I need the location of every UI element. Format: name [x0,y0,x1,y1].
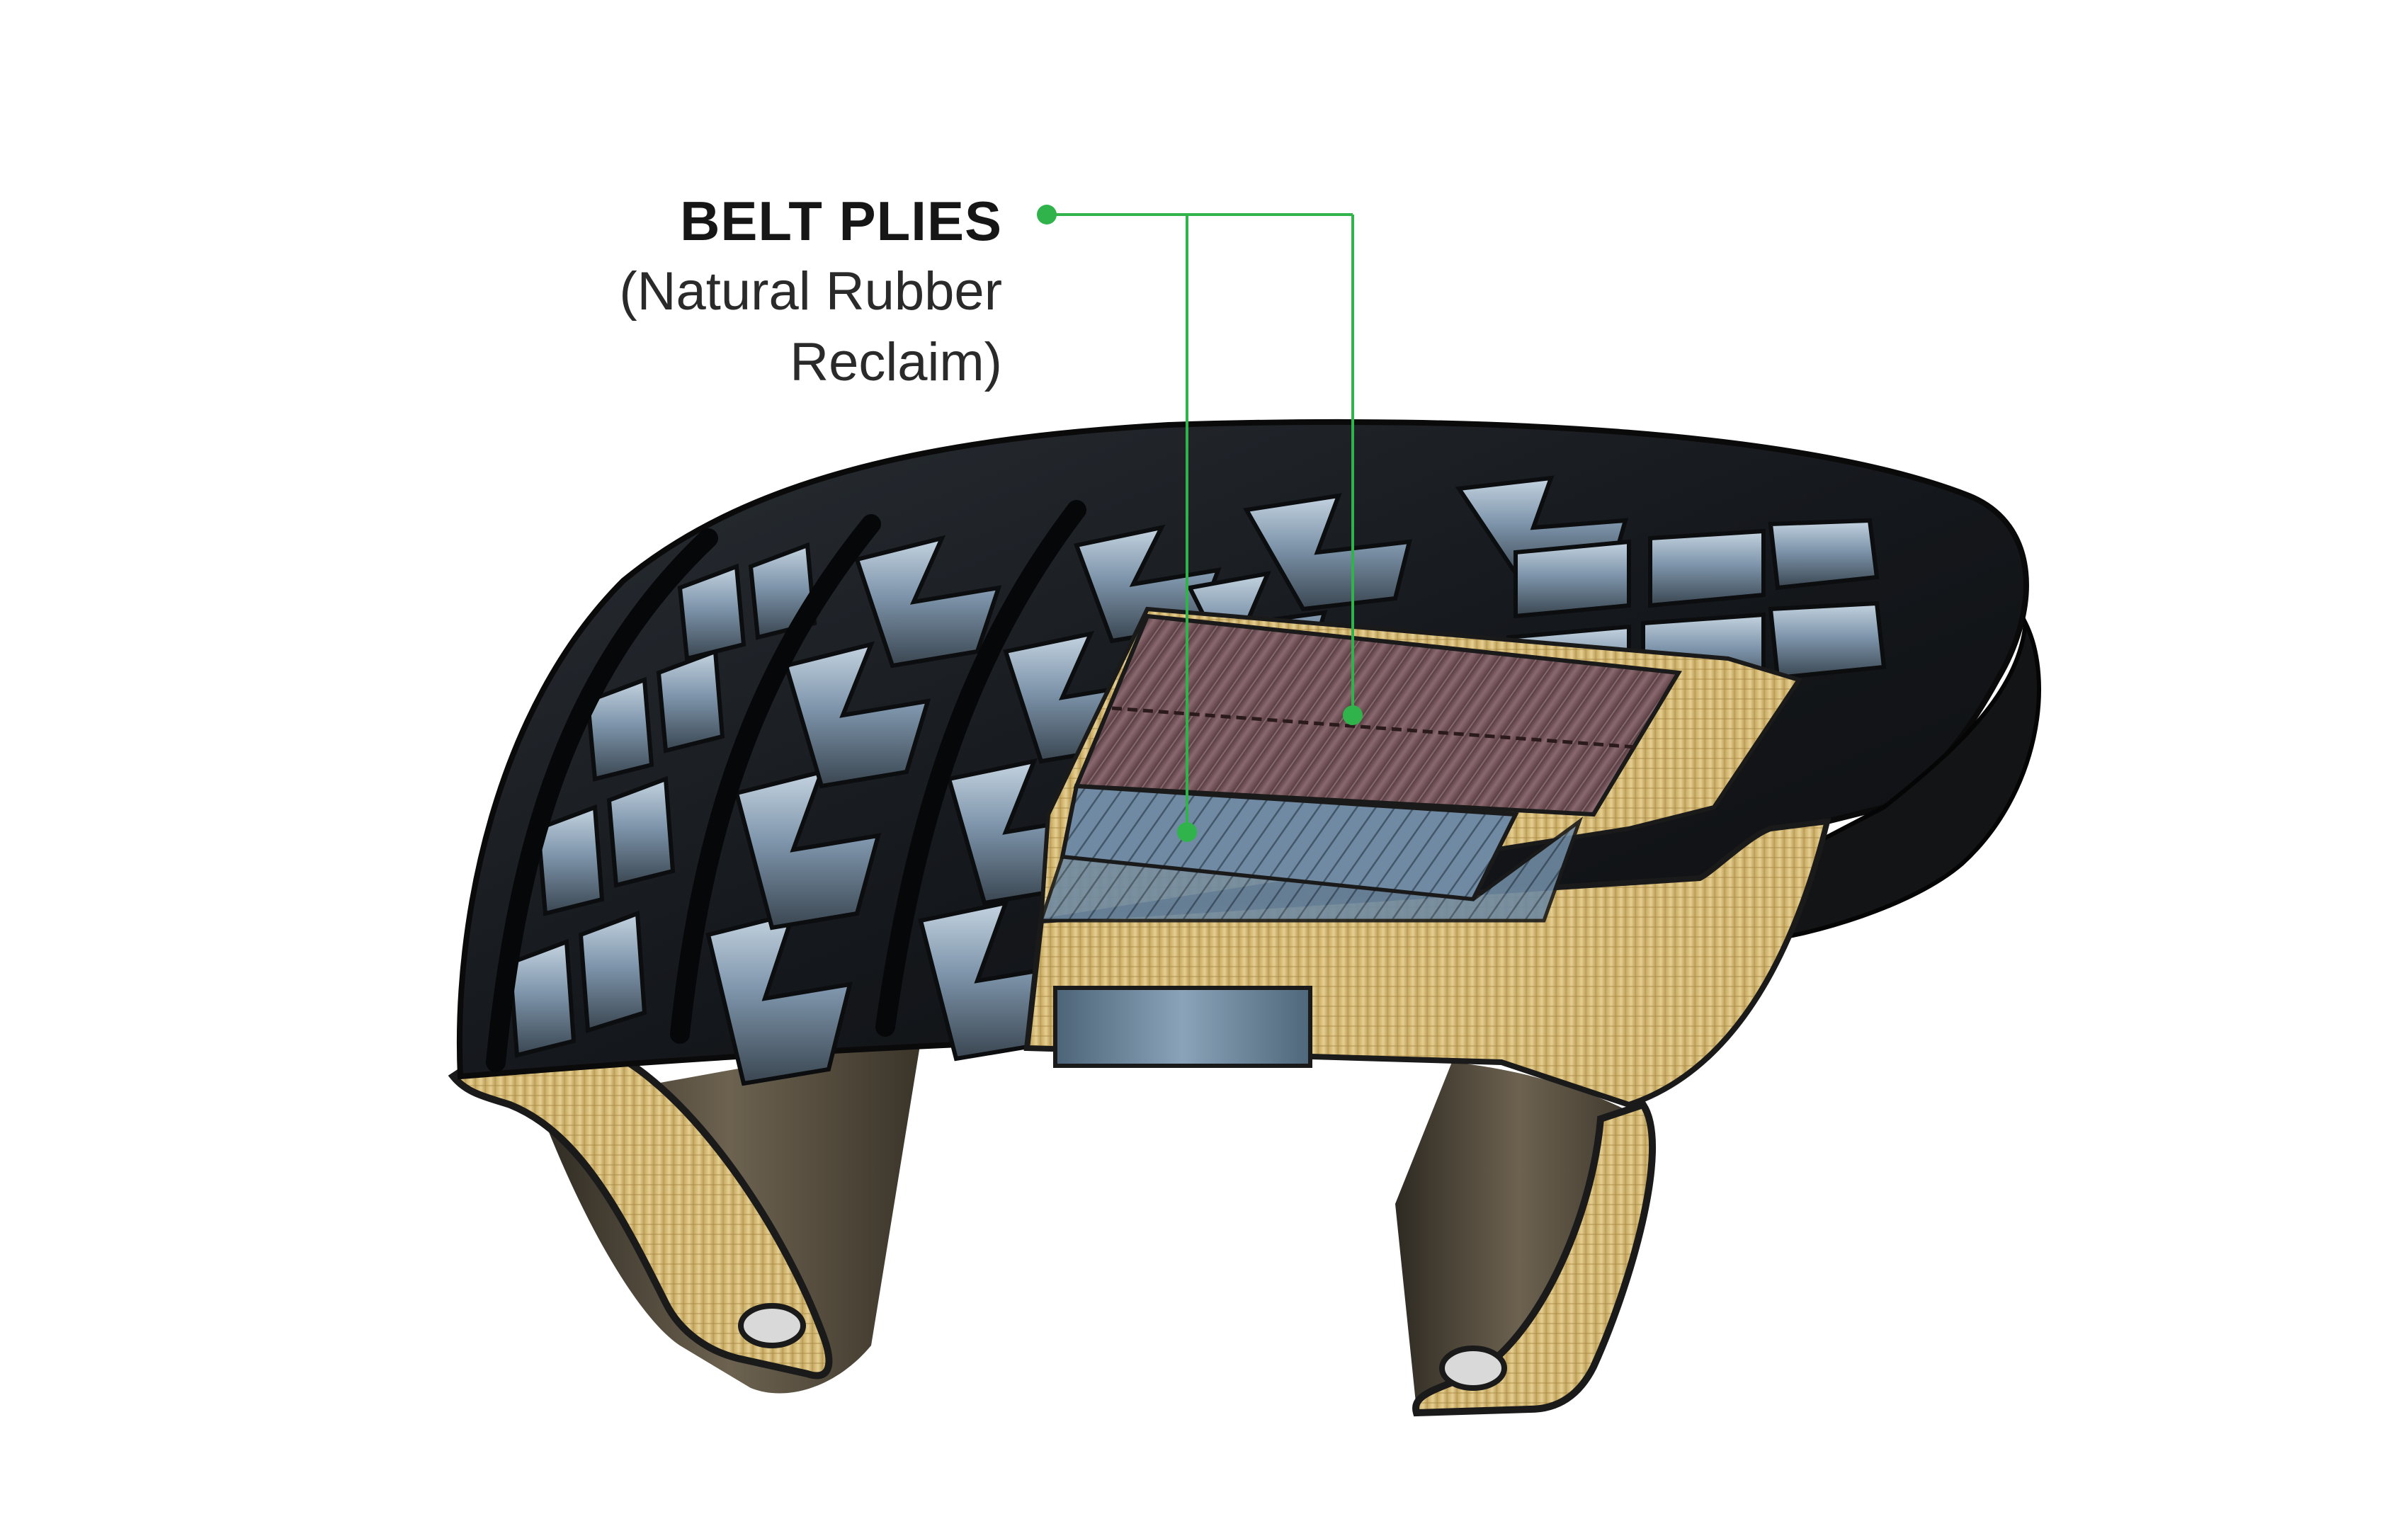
right-inner-sidewall [1395,1062,1643,1414]
belt-ply-upper [1073,613,1682,817]
belt-ply-divider [1111,706,1637,749]
callout-subtitle-line1: (Natural Rubber [619,261,1002,322]
body-ply [1038,817,1584,923]
right-bead [1439,1346,1507,1391]
right-casing-section [1412,1100,1657,1417]
left-bead [738,1303,806,1348]
belt-ply-upper-marker [1343,705,1363,725]
belt-ply-lower-marker [1177,822,1197,842]
callout-subtitle-line2: Reclaim) [790,332,1002,392]
callout-leader-lines [1047,213,1354,832]
callout-anchor-dot [1037,205,1057,224]
belt-plies-callout: BELT PLIES (Natural Rubber Reclaim) [619,186,1002,398]
inner-liner-insert [1053,986,1312,1068]
callout-title: BELT PLIES [680,190,1002,252]
tread-grooves [486,500,1086,1072]
